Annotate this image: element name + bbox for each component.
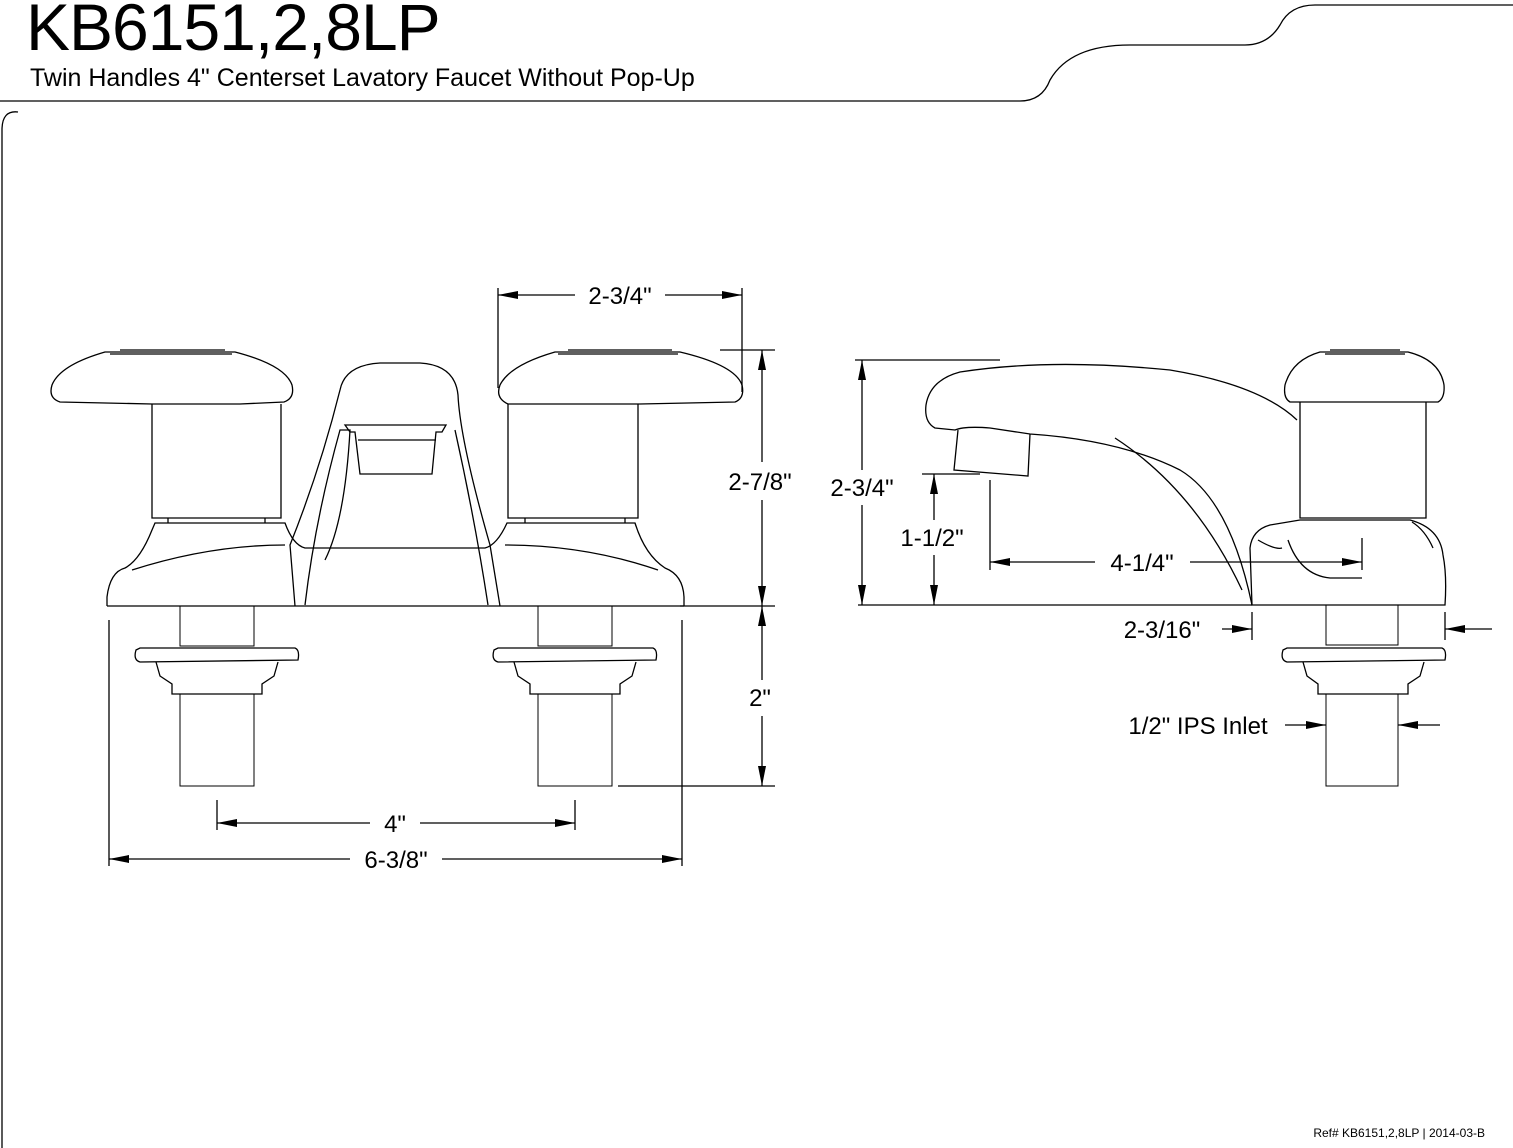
left-handle [50, 349, 294, 523]
side-shank [1281, 604, 1447, 787]
dim-spout-reach: 4-1/4" [1110, 550, 1173, 577]
dim-body-height: 2-7/8" [728, 469, 791, 496]
side-view: 2-3/4" 1-1/2" 4-1/4" 2-3/16" [830, 349, 1492, 787]
dim-center-spacing: 4" [384, 811, 406, 838]
right-shank [492, 605, 658, 787]
dim-base-width: 6-3/8" [364, 847, 427, 874]
side-handle [1283, 349, 1445, 519]
spout [289, 362, 501, 607]
dim-aerator-clearance: 1-1/2" [900, 525, 963, 552]
dim-side-height: 2-3/4" [830, 475, 893, 502]
side-aerator [953, 429, 1031, 477]
side-spout [925, 363, 1298, 606]
model-number: KB6151,2,8LP [26, 0, 441, 64]
reference-number: Ref# KB6151,2,8LP | 2014-03-B [1313, 1126, 1485, 1140]
dim-handle-width: 2-3/4" [588, 283, 651, 310]
left-shank [134, 605, 300, 787]
dim-shank-length: 2" [749, 685, 771, 712]
faucet-base [106, 522, 685, 606]
dim-inlet: 1/2" IPS Inlet [1128, 713, 1268, 740]
product-description: Twin Handles 4" Centerset Lavatory Fauce… [30, 64, 695, 92]
sheet-border [0, 4, 1513, 1148]
aerator [343, 424, 448, 475]
dim-base-depth: 2-3/16" [1124, 617, 1201, 644]
right-handle [497, 349, 744, 523]
front-view: 2-3/4" 2-7/8" 2" 4" [50, 283, 792, 874]
side-handle-base [1249, 519, 1447, 606]
